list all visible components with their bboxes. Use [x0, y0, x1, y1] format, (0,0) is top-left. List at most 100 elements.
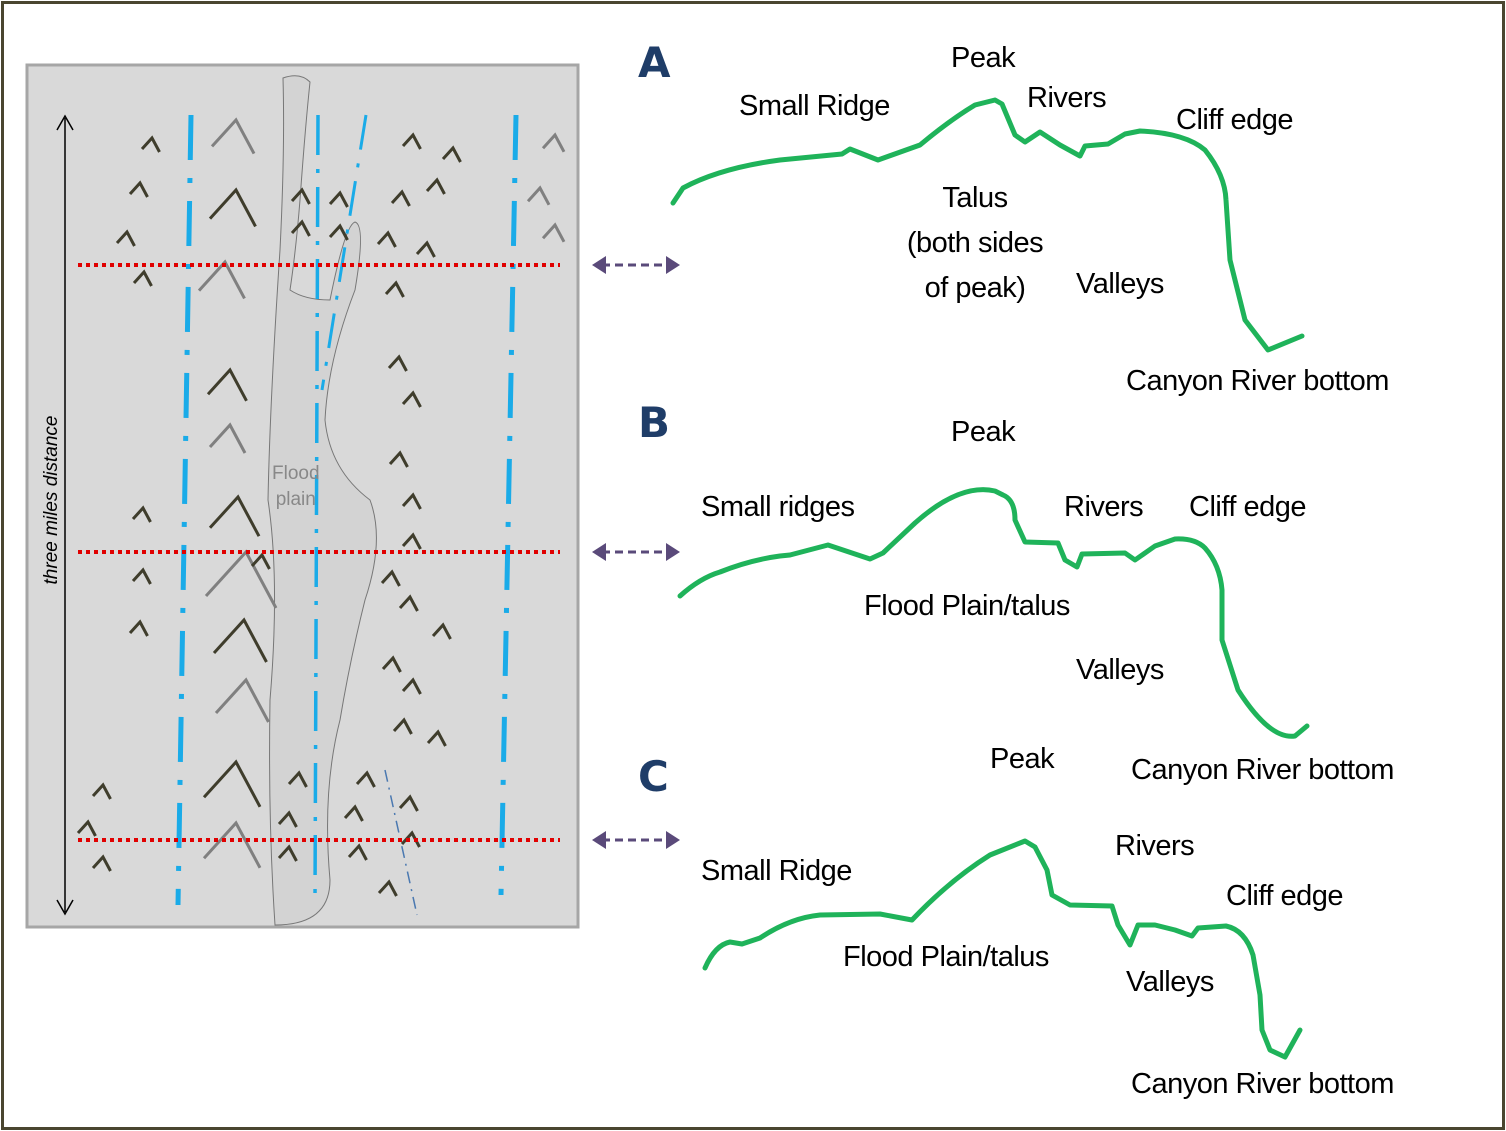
label-small-ridge: Small Ridge — [701, 855, 852, 887]
mountain-symbols — [76, 117, 566, 897]
mountain-icon — [212, 617, 268, 663]
mountain-icon — [381, 655, 402, 673]
mountain-icon — [377, 879, 398, 897]
profile-line-a — [670, 97, 1305, 353]
arrow-up-icon — [56, 114, 74, 131]
mountain-icon — [208, 422, 247, 454]
mountain-icon — [287, 770, 308, 788]
mountain-icon — [401, 132, 422, 150]
label-talus: Talus (both sides of peak) — [885, 176, 1065, 311]
mountain-icon — [384, 280, 405, 298]
mountain-icon — [210, 117, 256, 155]
mountain-icon — [140, 135, 161, 153]
mountain-icon — [128, 619, 149, 637]
mountain-icon — [400, 830, 421, 848]
mountain-icon — [197, 259, 246, 300]
label-small-ridges: Small ridges — [701, 491, 855, 523]
mountain-icon — [328, 190, 349, 208]
label-rivers: Rivers — [1115, 830, 1195, 862]
arrow-down-icon — [56, 899, 74, 916]
label-rivers: Rivers — [1064, 491, 1144, 523]
mountain-icon — [132, 269, 153, 287]
mountain-icon — [277, 810, 298, 828]
double-arrow-icon — [592, 256, 680, 274]
label-canyon-bottom: Canyon River bottom — [1131, 1068, 1394, 1100]
label-flood-plain: Flood Plain/talus — [843, 941, 1049, 973]
mountain-icon — [401, 532, 422, 550]
mountain-icon — [401, 390, 422, 408]
mountain-icon — [91, 854, 112, 872]
label-rivers: Rivers — [1027, 82, 1107, 114]
label-valleys: Valleys — [1126, 966, 1214, 998]
mountain-icon — [541, 222, 566, 243]
label-peak: Peak — [951, 416, 1016, 448]
section-letter-b: B — [638, 398, 671, 447]
mountain-icon — [390, 189, 411, 207]
mountain-icon — [355, 770, 376, 788]
flood-plain-label-line: Flood — [272, 463, 320, 484]
label-small-ridge: Small Ridge — [739, 90, 890, 122]
river-line — [313, 114, 320, 901]
distance-label: three miles distance — [41, 415, 62, 585]
flood-plain-label: Flood plain — [272, 461, 320, 513]
label-peak: Peak — [951, 42, 1016, 74]
label-valleys: Valleys — [1076, 268, 1164, 300]
mountain-icon — [388, 450, 409, 468]
cross-section-lines — [78, 263, 560, 842]
mountain-icon — [387, 354, 408, 372]
mountain-icon — [250, 552, 271, 570]
mountain-icon — [431, 622, 452, 640]
label-cliff-edge: Cliff edge — [1226, 880, 1344, 912]
double-arrow-icon — [592, 543, 680, 561]
mountain-icon — [202, 820, 262, 869]
mountain-icon — [401, 492, 422, 510]
profile-line-c — [702, 838, 1303, 1060]
link-arrows — [592, 256, 680, 849]
label-talus-line: Talus — [942, 182, 1008, 214]
profile-line-b — [677, 487, 1310, 739]
label-flood-plain: Flood Plain/talus — [864, 590, 1070, 622]
mountain-icon — [415, 240, 436, 258]
mountain-icon — [441, 145, 462, 163]
mountain-icon — [214, 677, 270, 723]
mountain-icon — [208, 187, 257, 228]
mountain-icon — [277, 844, 298, 862]
label-canyon-bottom: Canyon River bottom — [1131, 754, 1394, 786]
mountain-icon — [290, 219, 311, 237]
distance-arrow — [56, 114, 74, 916]
label-talus-line: (both sides — [906, 227, 1044, 259]
mountain-icon — [392, 717, 413, 735]
mountain-icon — [426, 729, 447, 747]
mountain-icon — [347, 843, 368, 861]
label-talus-line: of peak) — [924, 272, 1026, 304]
mountain-icon — [398, 594, 419, 612]
label-valleys: Valleys — [1076, 654, 1164, 686]
double-arrow-icon — [592, 831, 680, 849]
river-line — [498, 114, 519, 896]
mountain-icon — [128, 180, 149, 198]
label-cliff-edge: Cliff edge — [1176, 104, 1294, 136]
mountain-icon — [425, 177, 446, 195]
section-letter-c: C — [638, 752, 669, 801]
river-line — [320, 114, 368, 391]
mountain-icon — [115, 229, 136, 247]
label-peak: Peak — [990, 743, 1055, 775]
mountain-icon — [541, 132, 566, 153]
section-letter-a: A — [638, 38, 671, 87]
mountain-icon — [398, 794, 419, 812]
mountain-icon — [290, 187, 311, 205]
flood-plain-area — [267, 75, 377, 926]
mountain-icon — [91, 782, 112, 800]
mountain-icon — [202, 759, 262, 808]
mountain-icon — [76, 819, 97, 837]
mountain-icon — [526, 185, 551, 206]
label-canyon-bottom: Canyon River bottom — [1126, 365, 1389, 397]
mountain-icon — [376, 230, 397, 248]
mountain-icon — [380, 569, 401, 587]
label-cliff-edge: Cliff edge — [1189, 491, 1307, 523]
flood-plain-label-line: plain — [275, 489, 316, 510]
mountain-icon — [328, 223, 349, 241]
river-lines — [175, 114, 519, 916]
